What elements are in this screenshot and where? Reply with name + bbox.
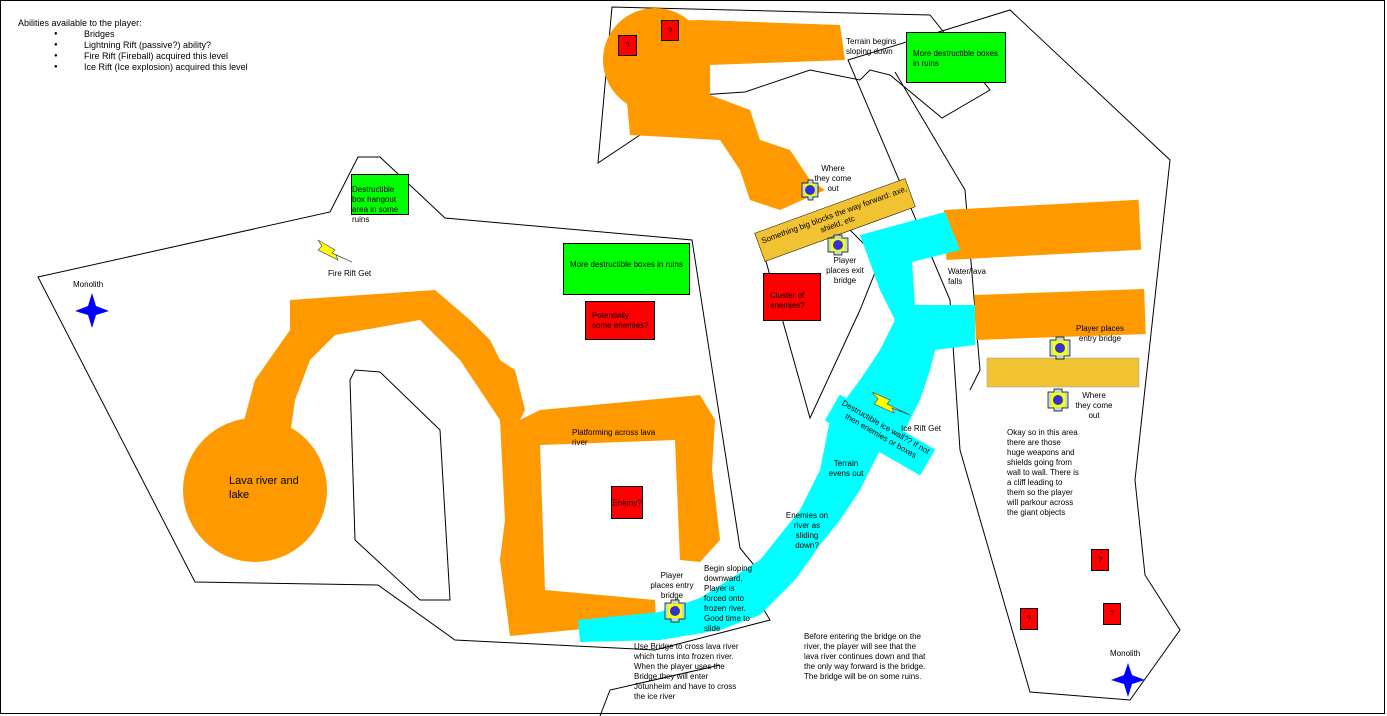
begin-sloping-label: Begin sloping downward, Player is forced… — [704, 564, 753, 633]
bridge-marker-icon — [827, 234, 849, 256]
more-boxes-mid: More destructible boxes in ruins — [563, 243, 690, 295]
abilities-heading: Abilities available to the player: — [18, 18, 142, 28]
lava-fall-2 — [974, 289, 1146, 340]
ice-wall — [824, 394, 936, 476]
box-text: Destructible box hangout area in some ru… — [352, 185, 399, 224]
cluster-enemies-box: Cluster of enemies? — [763, 273, 821, 321]
giant-object-bar — [986, 357, 1140, 388]
platforming-label: Platforming across lava river — [572, 428, 656, 447]
something-big-block — [754, 178, 916, 262]
bridge-marker-icon — [1049, 336, 1071, 360]
ability-item: Ice Rift (Ice explosion) acquired this l… — [54, 62, 254, 73]
potentially-enemies-box: Potentially some enemies? — [585, 301, 655, 340]
box-text: ? — [1097, 555, 1103, 565]
terrain-sloping-label: Terrain begins sloping down — [846, 37, 897, 56]
box-text: More destructible boxes in ruins — [913, 49, 998, 68]
box-text: ? — [625, 41, 630, 50]
box-text: ? — [667, 26, 673, 35]
enemies-sliding-label: Enemies on river as sliding down? — [785, 511, 829, 550]
bridge-marker-icon — [664, 599, 686, 623]
ice-rift-label: Ice Rift Get — [901, 424, 942, 433]
lightning-bolt-icon — [317, 239, 353, 263]
monolith-label: Monolith — [73, 280, 104, 289]
right-inner-line — [894, 71, 981, 391]
monolith-star-icon — [75, 293, 109, 328]
destructible-hangout-box: Destructible box hangout area in some ru… — [351, 174, 409, 224]
ability-item: Bridges — [54, 29, 254, 40]
more-boxes-top: More destructible boxes in ruins — [906, 32, 1006, 83]
box-text: Potentially some enemies? — [592, 311, 649, 330]
enemy-box: Enemy? — [611, 486, 643, 519]
box-text: ? — [1026, 614, 1032, 624]
bridge-marker-icon — [801, 179, 819, 201]
unknown-box: ? — [661, 20, 679, 41]
entry-bridge-label: Player places entry bridge — [650, 571, 694, 600]
bottom-right-line — [599, 664, 721, 716]
box-text: More destructible boxes in ruins — [570, 260, 683, 269]
before-entering-label: Before entering the bridge on the river,… — [804, 632, 926, 681]
right-region-outline — [847, 9, 1181, 701]
box-text: ? — [1109, 609, 1115, 619]
fire-rift-label: Fire Rift Get — [328, 269, 372, 278]
terrain-evens-label: Terrain evens out — [828, 459, 864, 478]
ability-item: Fire Rift (Fireball) acquired this level — [54, 51, 254, 62]
bridge-marker-icon — [1047, 388, 1069, 412]
use-bridge-label: Use Bridge to cross lava river which tur… — [634, 642, 739, 701]
unknown-box: ? — [1103, 603, 1121, 625]
where-come-out-label: Where they come out — [814, 164, 852, 193]
box-text: Enemy? — [612, 498, 642, 507]
lightning-bolt-icon — [871, 391, 911, 416]
monolith-star-icon — [1111, 663, 1145, 697]
water-lava-falls-label: Water/lava falls — [948, 267, 986, 286]
lava-top-pool — [603, 8, 707, 112]
box-text: Cluster of enemies? — [770, 291, 805, 310]
lava-fall-1 — [943, 199, 1142, 260]
ability-item: Lightning Rift (passive?) ability? — [54, 40, 254, 51]
monolith-label: Monolith — [1110, 649, 1141, 658]
top-region-outline — [597, 6, 991, 164]
unknown-box: ? — [1091, 549, 1109, 571]
lava-lake — [183, 418, 327, 562]
exit-bridge-label: Player places exit bridge — [826, 256, 864, 285]
where-come-out-right-label: Where they come out — [1075, 391, 1113, 420]
okay-so-label: Okay so in this area there are those hug… — [1007, 428, 1079, 517]
unknown-box: ? — [1020, 608, 1038, 630]
left-region-inner — [349, 369, 451, 601]
unknown-box: ? — [618, 35, 637, 56]
abilities-list: Abilities available to the player: Bridg… — [18, 18, 254, 73]
lava-lake-label: Lava river and lake — [229, 475, 299, 501]
entry-bridge-right-label: Player places entry bridge — [1075, 324, 1125, 343]
lava-river-1 — [240, 290, 720, 636]
